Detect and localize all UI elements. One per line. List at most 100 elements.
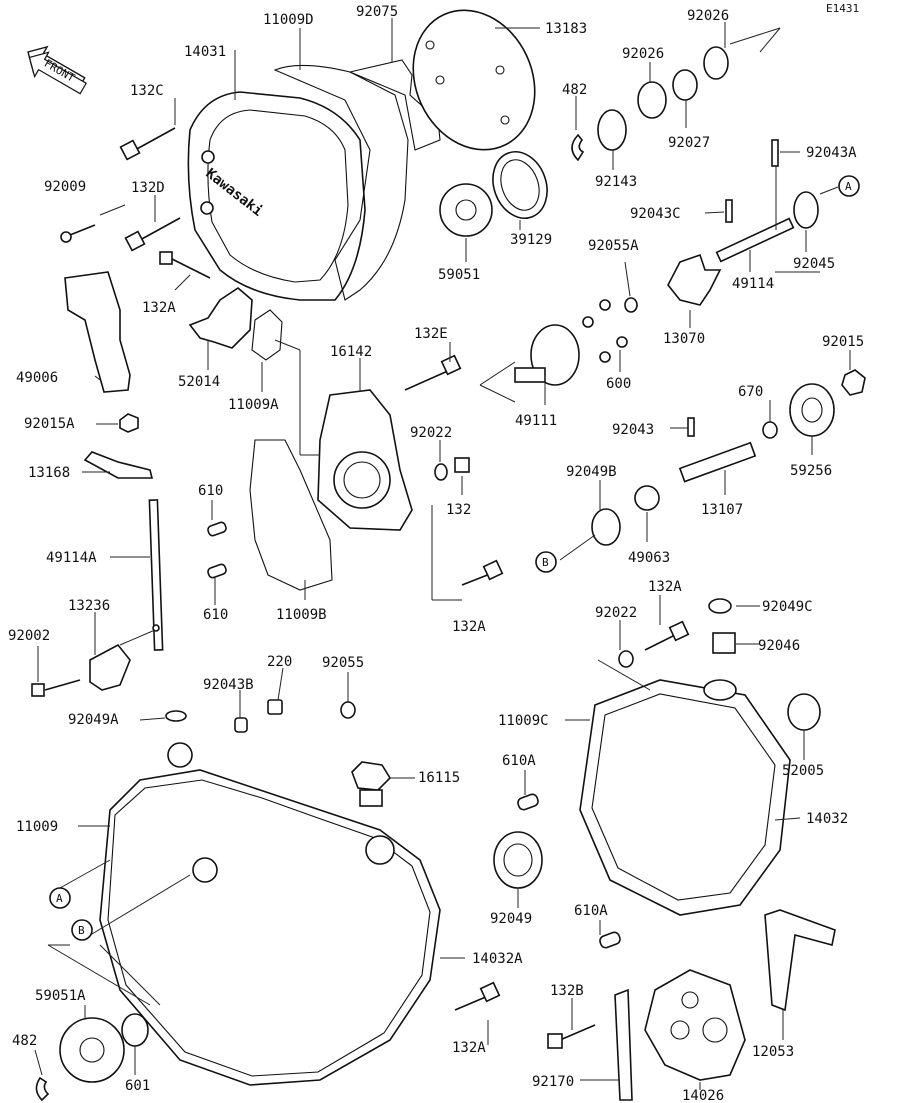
dowel-610-2 [207,563,227,579]
label-92002: 92002 [8,628,50,644]
label-92075: 92075 [356,4,398,20]
gasket-11009a [251,309,283,361]
label-92055: 92055 [322,655,364,671]
label-92049c: 92049C [762,599,813,615]
label-132a-3: 132A [648,579,682,595]
label-132e: 132E [414,326,448,342]
svg-text:B: B [78,924,85,937]
label-92143: 92143 [595,174,637,190]
label-59256: 59256 [790,463,832,479]
gasket-11009c [591,693,776,901]
label-16142: 16142 [330,344,372,360]
bracket-13168 [83,451,154,479]
callout-b-mid: B [535,551,557,573]
label-92049b: 92049B [566,464,617,480]
label-92015: 92015 [822,334,864,350]
label-92045: 92045 [793,256,835,272]
pin-92043b [234,717,248,733]
bolt-92002 [31,679,81,697]
leader-lines [34,18,851,1090]
dowel-610a-2 [599,931,621,949]
bearing-92049b [591,508,621,546]
label-11009: 11009 [16,819,58,835]
label-14032: 14032 [806,811,848,827]
left-engine-cover: Kawasaki [187,91,366,301]
pin-92043a [771,139,779,167]
pin-92043 [687,417,695,437]
seal-601 [121,1013,149,1047]
gasket-11009 [107,779,431,1077]
clutch-cover-14032 [579,679,791,916]
bushing-92046 [712,632,736,654]
label-220: 220 [267,654,292,670]
svg-text:A: A [56,892,63,905]
oring-92055a [624,297,638,313]
bolt-132a-mid [461,559,504,586]
label-92026-top: 92026 [687,8,729,24]
bolt-132a-top [159,251,211,279]
label-670: 670 [738,384,763,400]
pin-92043c [725,199,733,223]
label-132b: 132B [550,983,584,999]
seal-52005 [787,693,821,731]
bolt-132d [124,217,181,252]
label-13168: 13168 [28,465,70,481]
label-13107: 13107 [701,502,743,518]
label-610-1: 610 [198,483,223,499]
label-11009a: 11009A [228,397,279,413]
callout-a-bottom: A [49,887,71,909]
label-14032a: 14032A [472,951,523,967]
label-92022-1: 92022 [410,425,452,441]
nut-92015a [119,413,139,433]
crankcase-14032a [99,769,441,1086]
bolt-132a-right [644,620,690,651]
bolt-132c [119,127,176,161]
bolt-132b [547,1024,596,1049]
bolt-132a-bottom [454,981,501,1011]
label-14031: 14031 [184,44,226,60]
circlip-482-bottom [35,1076,50,1102]
washer-92027 [672,69,698,101]
seal-92049 [493,831,543,889]
callout-b-bottom: B [71,919,93,941]
label-482-top: 482 [562,82,587,98]
label-92026: 92026 [622,46,664,62]
dowel-610a-1 [517,793,539,811]
label-11009d: 11009D [263,12,314,28]
label-92043b: 92043B [203,677,254,693]
label-12053: 12053 [752,1044,794,1060]
front-arrow-icon: FRONT [27,45,87,95]
label-132a-1: 132A [142,300,176,316]
label-49114: 49114 [732,276,774,292]
impeller-13070 [667,253,722,306]
breather-49006 [64,271,131,393]
gear-59256 [789,383,835,437]
label-49006: 49006 [16,370,58,386]
label-92043a: 92043A [806,145,857,161]
label-11009c: 11009C [498,713,549,729]
washer-92049a [165,710,187,722]
label-13236: 13236 [68,598,110,614]
oil-plug-16115 [351,761,392,807]
label-601: 601 [125,1078,150,1094]
svg-text:B: B [542,556,549,569]
label-92170: 92170 [532,1074,574,1090]
spring-39129 [492,151,548,219]
label-49063: 49063 [628,550,670,566]
label-13183: 13183 [545,21,587,37]
label-11009b: 11009B [276,607,327,623]
bearing-92143 [597,109,627,151]
label-132a-2: 132A [452,619,486,635]
label-92043c: 92043C [630,206,681,222]
label-132: 132 [446,502,471,518]
shaft-49114a [148,499,164,651]
callout-a-top: A [838,175,860,197]
label-92049: 92049 [490,911,532,927]
washer-92049c [708,598,732,614]
dowel-610-1 [207,521,227,537]
elbow-52014 [188,286,253,349]
lever-13236 [89,643,131,691]
label-49111: 49111 [515,413,557,429]
governor-49111 [514,324,580,386]
